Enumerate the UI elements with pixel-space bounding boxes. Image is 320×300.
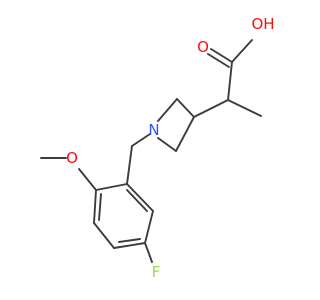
hydroxyl-label: OH [251, 15, 274, 33]
bond-n-ch2 [131, 133, 151, 147]
bond-ring-c2-c3 [175, 116, 195, 152]
methoxy-oxygen-label: O [66, 149, 78, 167]
bond-c-o-double-1 [210, 48, 233, 63]
bond-acid-alpha [227, 61, 233, 101]
bond-ar-c2-c3 [93, 189, 97, 224]
bond-ring-n-c2 [157, 137, 177, 152]
carbonyl-oxygen-label: O [197, 38, 209, 56]
bond-alpha-methyl [227, 99, 262, 117]
bond-c-o-double-2 [207, 53, 230, 68]
bond-ar-c1-c2 [95, 183, 128, 191]
bond-ring-c4-n [157, 98, 178, 122]
bond-alpha-azetidine [193, 99, 229, 118]
bond-ar-c6-c1 [126, 183, 154, 212]
bond-ar-inner-1 [98, 193, 102, 221]
bond-ar-c5-c6 [144, 210, 154, 244]
bond-ar-inner-3 [126, 189, 148, 212]
fluorine-label: F [152, 263, 161, 281]
bond-ar-c3-c4 [93, 222, 115, 249]
bond-ch2-aryl [126, 145, 133, 185]
bond-ar-c4-c5 [113, 242, 146, 249]
bond-ar-f [144, 242, 153, 263]
molecule-structure: OH O N O F [40, 15, 275, 281]
bond-ring-c3-c4 [176, 98, 195, 118]
bond-ar-o-methoxy [78, 168, 97, 191]
bonds [40, 39, 262, 263]
nitrogen-label: N [148, 121, 159, 139]
bond-c-oh [231, 39, 253, 63]
atom-labels: OH O N O F [66, 15, 274, 281]
bond-ar-inner-2 [118, 238, 141, 243]
